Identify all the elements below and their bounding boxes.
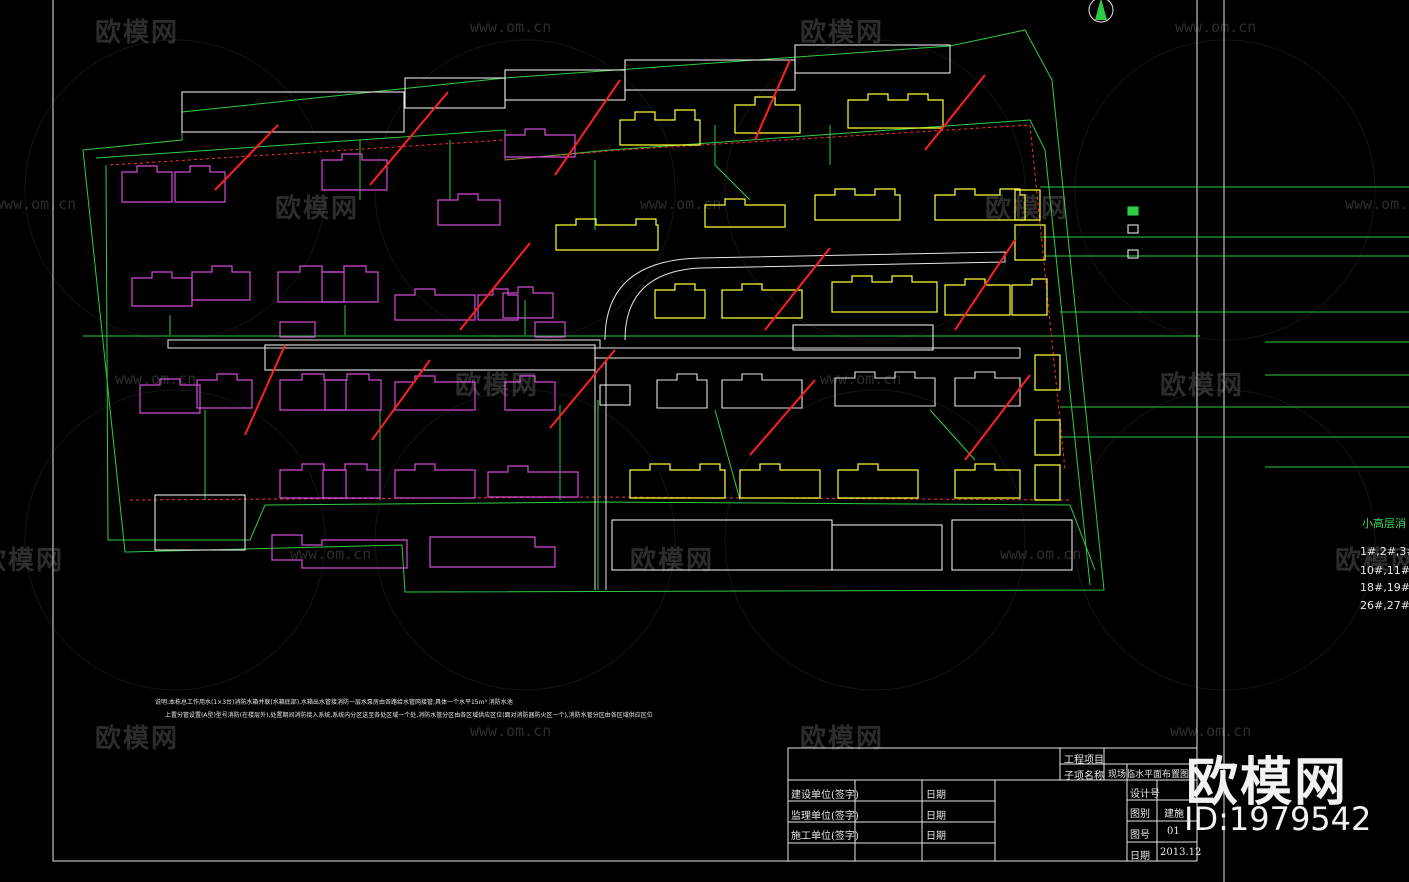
sign-row-label: 建设单位(签字) <box>791 790 859 801</box>
watermark-brand: 欧模网 <box>95 18 180 48</box>
watermark-brand: 欧模网 <box>0 546 65 576</box>
title-block-grid <box>787 747 1198 862</box>
watermark-url: www.om.cn <box>290 545 372 563</box>
legend-row: 1#,2#,3# <box>1360 545 1409 558</box>
date-label: 日期 <box>1130 851 1150 862</box>
drawing-no-label: 图号 <box>1130 830 1150 841</box>
watermark-brand: 欧模网 <box>800 18 885 48</box>
sign-row-date-label: 日期 <box>926 831 946 842</box>
watermark-brand: 欧模网 <box>95 724 180 754</box>
watermark-url: www.om.cn <box>1170 722 1252 740</box>
temporary-line <box>109 124 1071 501</box>
sign-row-date-label: 日期 <box>926 790 946 801</box>
watermark-url: www.om.cn <box>0 195 77 213</box>
legend-row: 18#,19# <box>1360 581 1409 594</box>
sign-row-label: 监理单位(签字) <box>791 811 859 822</box>
drawing-frame <box>52 0 1225 882</box>
watermark-url: www.om.cn <box>1175 18 1257 36</box>
drawing-note-line-1: 说明:本栋总工作用水(1×3台)消防水箱并联(水箱底部),水箱出水管接消防一层水… <box>155 699 513 706</box>
sign-row-date-label: 日期 <box>926 811 946 822</box>
watermark-url: www.om.cn <box>640 195 722 213</box>
buildings-middle <box>154 44 1139 571</box>
subproject-label: 子项名称 <box>1064 771 1104 782</box>
legend-row: 10#,11# <box>1360 564 1409 577</box>
watermark-brand: 欧模网 <box>800 724 885 754</box>
watermark-url: www.om.cn <box>115 370 197 388</box>
date-value: 2013.12 <box>1160 847 1202 858</box>
drawing-title: 现场临水平面布置图 <box>1108 770 1190 780</box>
project-label: 工程项目 <box>1064 755 1104 766</box>
watermark-brand: 欧模网 <box>455 371 540 401</box>
watermark-url: www.om.cn <box>470 18 552 36</box>
watermark-url: www.om.cn <box>1345 195 1409 213</box>
watermark-brand: 欧模网 <box>275 194 360 224</box>
brand-logo: 欧模网 <box>1186 753 1349 813</box>
watermark-brand: 欧模网 <box>630 546 715 576</box>
site-roads <box>167 251 1021 590</box>
watermark-brand: 欧模网 <box>1160 371 1245 401</box>
sign-row-label: 施工单位(签字) <box>791 831 859 842</box>
design-no-label: 设计号 <box>1130 789 1160 800</box>
buildings-west <box>121 128 579 569</box>
watermark-url: www.om.cn <box>820 370 902 388</box>
fire-hydrant-arrows <box>214 59 1031 461</box>
drawing-note-line-2: 上置分管设置(A型)型号消防(在楼层外),处置期间消防接入系统,系统内分区送至各… <box>165 712 653 719</box>
watermark-url: www.om.cn <box>1000 545 1082 563</box>
legend-title: 小高层消 <box>1362 517 1406 530</box>
north-arrow-icon <box>1088 0 1114 23</box>
watermark-brand: 欧模网 <box>985 194 1070 224</box>
drawing-type-value: 建施 <box>1164 809 1184 820</box>
drawing-type-label: 图别 <box>1130 809 1150 820</box>
model-id: ID:1979542 <box>1184 800 1372 838</box>
buildings-east <box>555 93 1061 501</box>
drawing-no-value: 01 <box>1167 826 1180 837</box>
watermark-brand: 欧模网 <box>1335 546 1409 576</box>
watermark-url: www.om.cn <box>470 722 552 740</box>
legend-row: 26#,27# <box>1360 599 1409 612</box>
